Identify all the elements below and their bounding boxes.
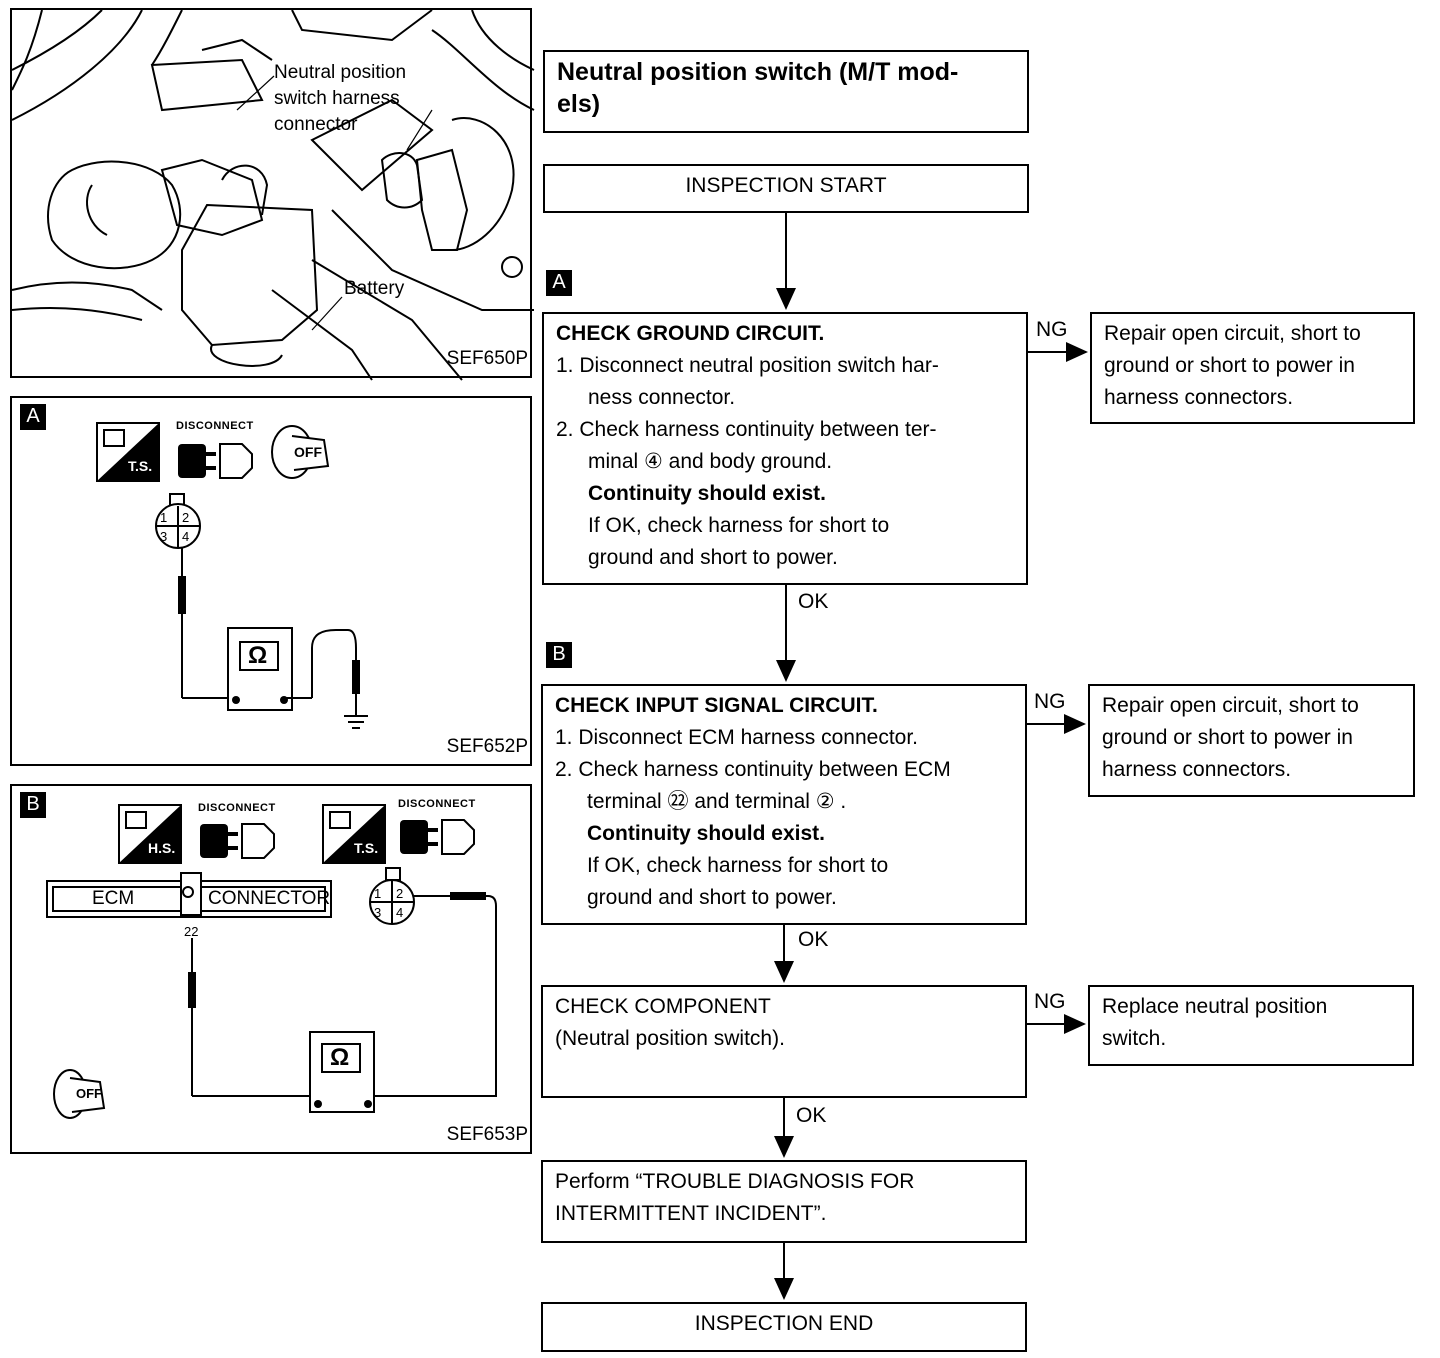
figure-code: SEF652P (446, 736, 528, 757)
inspection-end-box: INSPECTION END (541, 1302, 1027, 1352)
connector-callout-label: Neutral position switch harness connecto… (274, 60, 406, 138)
pin-3: 3 (374, 905, 382, 920)
connector-pin-marker (180, 872, 202, 916)
action-line: Replace neutral position (1102, 995, 1328, 1018)
step-line: ground and short to power. (587, 886, 837, 909)
disconnect-icon (198, 816, 278, 866)
step-line: CHECK COMPONENT (555, 995, 771, 1018)
page-title: Neutral position switch (M/T mod- els) (557, 58, 959, 118)
figure-code: SEF650P (446, 348, 528, 369)
step-line: 1. Disconnect neutral position switch ha… (556, 354, 939, 377)
ohm-symbol: Ω (248, 642, 268, 669)
action-line: switch. (1102, 1027, 1167, 1050)
action-line: Repair open circuit, short to (1104, 322, 1361, 345)
engine-bay-figure: Neutral position switch harness connecto… (10, 8, 535, 381)
disconnect-label: DISCONNECT (198, 802, 276, 814)
callout-line: Neutral position (274, 62, 407, 83)
step-line: ness connector. (588, 386, 736, 409)
step-b-tag: B (546, 642, 572, 668)
ignition-off-label: OFF (294, 444, 322, 460)
check-input-signal-circuit-box: CHECK INPUT SIGNAL CIRCUIT. 1. Disconnec… (541, 684, 1027, 925)
replace-action-box: Replace neutral position switch. (1088, 985, 1414, 1066)
step-line: minal ④ and body ground. (588, 450, 833, 473)
action-line: ground or short to power in (1104, 354, 1355, 377)
repair-action-box: Repair open circuit, short to ground or … (1088, 684, 1415, 797)
step-line: terminal ㉒ and terminal ② . (587, 790, 847, 813)
ecm-label: ECM (92, 888, 135, 909)
figure-tag: A (20, 404, 46, 430)
step-line: If OK, check harness for short to (588, 514, 890, 537)
step-a-tag: A (546, 270, 572, 296)
perform-trouble-diagnosis-box: Perform “TROUBLE DIAGNOSIS FOR INTERMITT… (541, 1160, 1027, 1243)
disconnect-label: DISCONNECT (176, 420, 254, 432)
harness-icon-label: H.S. (148, 840, 176, 856)
disconnect-icon (398, 812, 478, 862)
pin-2: 2 (182, 510, 190, 525)
page-title-box: Neutral position switch (M/T mod- els) (543, 50, 1029, 133)
figure-b-circuit (53, 867, 497, 1119)
figure-tag: B (20, 792, 46, 818)
action-line: harness connectors. (1102, 758, 1292, 781)
ng-label: NG (1036, 318, 1068, 341)
callout-line: connector (274, 114, 358, 135)
connector-label: CONNECTOR (208, 888, 331, 909)
step-line: 2. Check harness continuity between ECM (555, 758, 951, 781)
pin-2: 2 (396, 886, 404, 901)
check-component-box: CHECK COMPONENT (Neutral position switch… (541, 985, 1027, 1098)
tester-icon-label: T.S. (354, 840, 379, 856)
step-line: (Neutral position switch). (555, 1027, 785, 1050)
step-heading: CHECK INPUT SIGNAL CIRCUIT. (555, 694, 878, 717)
disconnect-label: DISCONNECT (398, 798, 476, 810)
callout-line: switch harness (274, 88, 400, 109)
ignition-off-icon: OFF (264, 422, 334, 482)
pin-1: 1 (160, 510, 168, 525)
figure-b-panel: B H.S. DISCONNECT T.S. DISCONNECT (10, 784, 532, 1154)
pin-1: 1 (374, 886, 382, 901)
perform-line: INTERMITTENT INCIDENT”. (555, 1202, 827, 1225)
ng-label: NG (1034, 990, 1066, 1013)
tester-icon: T.S. (322, 804, 386, 864)
inspection-end-label: INSPECTION END (694, 1312, 874, 1335)
harness-icon: H.S. (118, 804, 182, 864)
action-line: harness connectors. (1104, 386, 1294, 409)
ng-label: NG (1034, 690, 1066, 713)
action-line: Repair open circuit, short to (1102, 694, 1359, 717)
tester-icon-label: T.S. (128, 458, 153, 474)
figure-a-panel: A T.S. DISCONNECT OFF (10, 396, 532, 766)
step-line: 1. Disconnect ECM harness connector. (555, 726, 919, 749)
step-line: Continuity should exist. (588, 482, 827, 505)
step-line: If OK, check harness for short to (587, 854, 889, 877)
battery-callout-label: Battery (344, 278, 405, 299)
ok-label: OK (798, 590, 829, 613)
pin-4: 4 (182, 529, 190, 544)
engine-bay-illustration (11, 9, 535, 381)
ohm-symbol: Ω (330, 1044, 350, 1071)
pin-4: 4 (396, 905, 404, 920)
step-line: 2. Check harness continuity between ter- (556, 418, 937, 441)
step-line: Continuity should exist. (587, 822, 826, 845)
ignition-off-label: OFF (76, 1086, 102, 1101)
action-line: ground or short to power in (1102, 726, 1353, 749)
figure-code: SEF653P (446, 1124, 528, 1145)
step-heading: CHECK GROUND CIRCUIT. (556, 322, 825, 345)
tester-icon: T.S. (96, 422, 160, 482)
figure-a-circuit (155, 493, 368, 729)
ok-label: OK (796, 1104, 827, 1127)
ok-label: OK (798, 928, 829, 951)
inspection-start-label: INSPECTION START (685, 174, 887, 197)
perform-line: Perform “TROUBLE DIAGNOSIS FOR (555, 1170, 915, 1193)
disconnect-icon (176, 436, 256, 486)
inspection-start-box: INSPECTION START (543, 164, 1029, 213)
repair-action-box: Repair open circuit, short to ground or … (1090, 312, 1415, 424)
check-ground-circuit-box: CHECK GROUND CIRCUIT. 1. Disconnect neut… (542, 312, 1028, 585)
step-line: ground and short to power. (588, 546, 838, 569)
ecm-pin-number: 22 (184, 924, 199, 939)
pin-3: 3 (160, 529, 168, 544)
